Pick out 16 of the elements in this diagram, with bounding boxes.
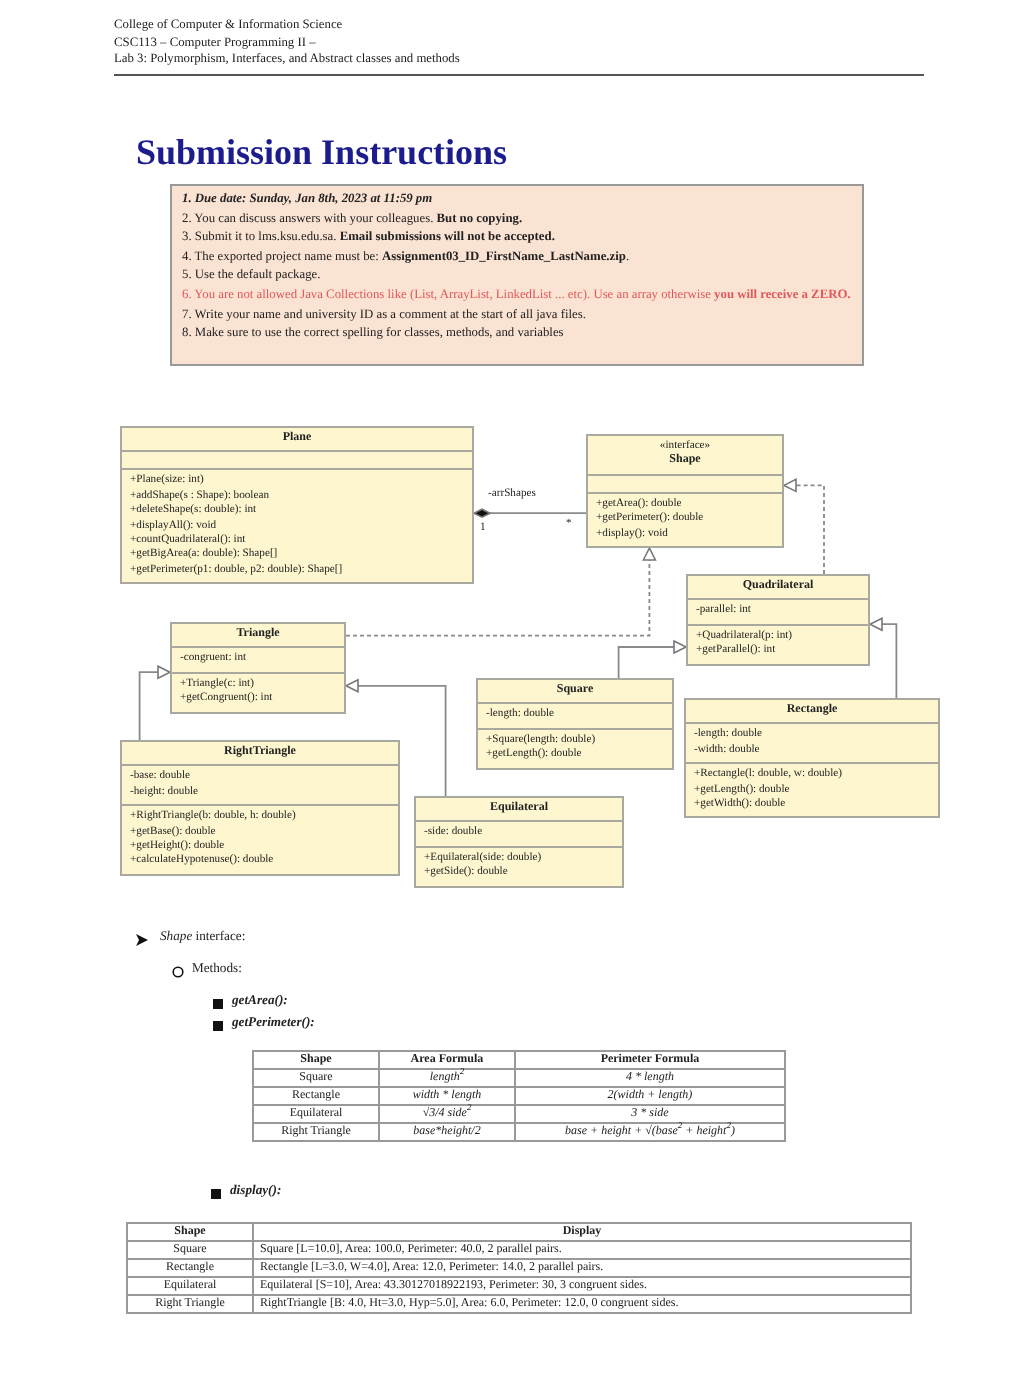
composition-line — [473, 508, 587, 518]
class-box — [684, 698, 940, 819]
inheritance-arrow — [345, 679, 447, 797]
inheritance-arrow — [869, 617, 898, 699]
realization-arrow — [783, 478, 825, 575]
class-box — [476, 678, 674, 770]
class-box — [586, 434, 784, 549]
class-box — [120, 426, 474, 585]
class-box — [170, 622, 346, 714]
page-title: Submission Instructions — [136, 132, 508, 174]
inheritance-arrow — [138, 665, 171, 741]
inheritance-arrow — [617, 640, 687, 679]
realization-arrow — [345, 547, 657, 637]
class-box — [414, 796, 624, 888]
class-box — [120, 740, 400, 876]
class-box — [686, 574, 870, 666]
